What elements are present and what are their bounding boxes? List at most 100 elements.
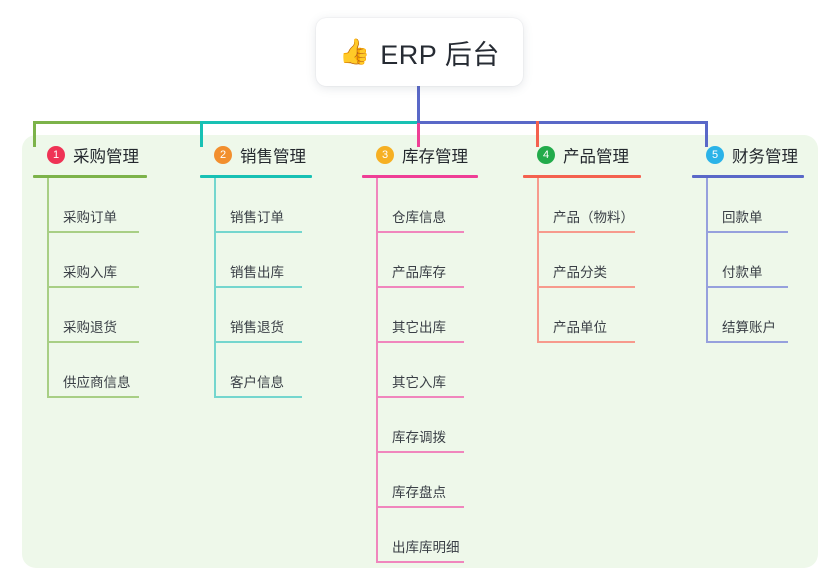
branch-item-label: 采购入库 (63, 265, 117, 280)
branch-header-rule (33, 175, 147, 178)
branch-item-rule (214, 231, 302, 233)
branch-item-label: 产品库存 (392, 265, 446, 280)
root-node-title: ERP 后台 (380, 39, 500, 70)
branch-column-4: 4 产品管理产品（物料） 产品分类产品单位 (523, 140, 645, 343)
branch-item-rule (214, 396, 302, 398)
branch-item-rule (537, 341, 635, 343)
branch-header-5[interactable]: 5 财务管理 (692, 140, 804, 170)
branch-header-1[interactable]: 1 采购管理 (33, 140, 157, 170)
branch-item-label: 产品（物料） (553, 210, 634, 225)
branch-item-label: 仓库信息 (392, 210, 446, 225)
branch-header-rule (200, 175, 312, 178)
branch-item-label: 产品单位 (553, 320, 607, 335)
branch-number-badge: 2 (214, 146, 232, 164)
branch-item-rule (537, 286, 635, 288)
drop-connector-2 (200, 121, 203, 147)
branch-item[interactable]: 产品库存 (362, 233, 480, 288)
branch-item[interactable]: 销售出库 (200, 233, 318, 288)
thumbs-up-icon: 👍 (339, 37, 371, 66)
branch-item[interactable]: 回款单 (692, 178, 804, 233)
branch-item-label: 出库库明细 (392, 540, 460, 555)
bus-segment-2 (200, 121, 418, 124)
branch-title: 销售管理 (240, 148, 306, 166)
branch-item-label: 库存盘点 (392, 485, 446, 500)
branch-item[interactable]: 结算账户 (692, 288, 804, 343)
branch-spine (376, 178, 378, 563)
branch-item-label: 付款单 (722, 265, 763, 280)
drop-connector-5 (705, 121, 708, 147)
branch-item[interactable]: 采购入库 (33, 233, 157, 288)
branch-item-label: 产品分类 (553, 265, 607, 280)
branch-item-label: 采购订单 (63, 210, 117, 225)
branch-header-3[interactable]: 3 库存管理 (362, 140, 480, 170)
branch-item[interactable]: 产品单位 (523, 288, 645, 343)
root-trunk-connector (417, 86, 420, 123)
branch-number-badge: 1 (47, 146, 65, 164)
branch-item-rule (214, 286, 302, 288)
branch-title: 财务管理 (732, 148, 798, 166)
branch-item[interactable]: 客户信息 (200, 343, 318, 398)
branch-item-rule (376, 396, 464, 398)
branch-item-list: 销售订单销售出库销售退货客户信息 (200, 178, 318, 398)
branch-spine (537, 178, 539, 343)
branch-spine (47, 178, 49, 398)
branch-header-4[interactable]: 4 产品管理 (523, 140, 645, 170)
branch-item-rule (376, 451, 464, 453)
branch-title: 产品管理 (563, 148, 629, 166)
branch-item-label: 库存调拨 (392, 430, 446, 445)
branch-item-list: 产品（物料） 产品分类产品单位 (523, 178, 645, 343)
branch-item-label: 回款单 (722, 210, 763, 225)
branch-item-list: 回款单付款单结算账户 (692, 178, 804, 343)
branch-title: 采购管理 (73, 148, 139, 166)
branch-number-badge: 3 (376, 146, 394, 164)
drop-connector-4 (536, 121, 539, 147)
root-node-card[interactable]: 👍 ERP 后台 (316, 18, 523, 86)
branch-number-badge: 5 (706, 146, 724, 164)
branch-header-rule (523, 175, 641, 178)
branch-item[interactable]: 仓库信息 (362, 178, 480, 233)
branch-item-rule (706, 231, 788, 233)
branch-header-rule (362, 175, 478, 178)
branch-item[interactable]: 供应商信息 (33, 343, 157, 398)
branch-column-1: 1 采购管理采购订单采购入库采购退货供应商信息 (33, 140, 157, 398)
branch-item-list: 采购订单采购入库采购退货供应商信息 (33, 178, 157, 398)
branch-item-label: 销售订单 (230, 210, 284, 225)
bus-segment-1 (33, 121, 201, 124)
branch-item-label: 采购退货 (63, 320, 117, 335)
branch-item[interactable]: 其它入库 (362, 343, 480, 398)
branch-item-rule (376, 506, 464, 508)
branch-item[interactable]: 库存调拨 (362, 398, 480, 453)
branch-header-rule (692, 175, 804, 178)
branch-item[interactable]: 其它出库 (362, 288, 480, 343)
branch-spine (706, 178, 708, 343)
branch-column-2: 2 销售管理销售订单销售出库销售退货客户信息 (200, 140, 318, 398)
branch-item-rule (376, 561, 464, 563)
branch-item[interactable]: 销售退货 (200, 288, 318, 343)
branch-item-label: 其它出库 (392, 320, 446, 335)
branch-item-rule (376, 341, 464, 343)
branch-item-rule (47, 396, 139, 398)
branch-item-rule (47, 231, 139, 233)
branch-item[interactable]: 销售订单 (200, 178, 318, 233)
branch-item[interactable]: 采购订单 (33, 178, 157, 233)
branch-item-rule (376, 286, 464, 288)
branch-item-list: 仓库信息产品库存其它出库其它入库库存调拨库存盘点出库库明细 (362, 178, 480, 563)
branch-title: 库存管理 (402, 148, 468, 166)
branch-spine (214, 178, 216, 398)
branch-item[interactable]: 库存盘点 (362, 453, 480, 508)
branch-item-label: 供应商信息 (63, 375, 131, 390)
branch-item-rule (47, 286, 139, 288)
branch-item-rule (376, 231, 464, 233)
branch-item[interactable]: 产品（物料） (523, 178, 645, 233)
diagram-panel (22, 135, 818, 568)
branch-item[interactable]: 付款单 (692, 233, 804, 288)
branch-item-rule (706, 286, 788, 288)
branch-header-2[interactable]: 2 销售管理 (200, 140, 318, 170)
branch-item[interactable]: 采购退货 (33, 288, 157, 343)
branch-item-rule (537, 231, 635, 233)
branch-item[interactable]: 产品分类 (523, 233, 645, 288)
branch-item[interactable]: 出库库明细 (362, 508, 480, 563)
branch-number-badge: 4 (537, 146, 555, 164)
branch-item-label: 销售出库 (230, 265, 284, 280)
branch-item-rule (214, 341, 302, 343)
